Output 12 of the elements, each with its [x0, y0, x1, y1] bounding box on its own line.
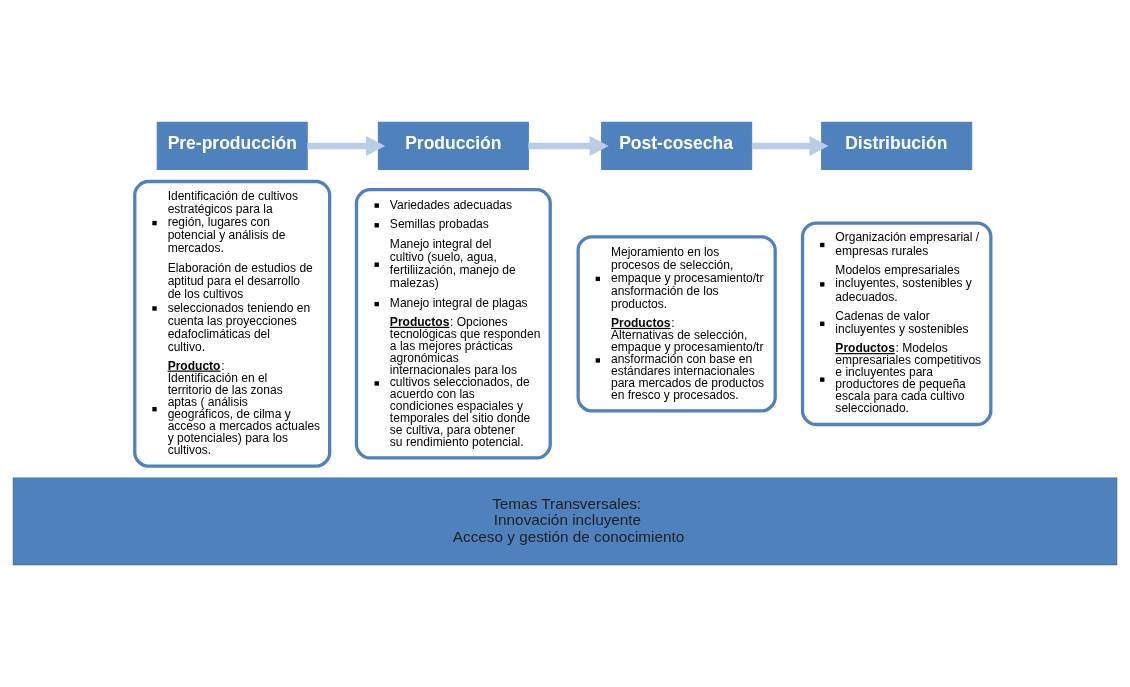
- node-box: Post-cosecha: [601, 121, 753, 170]
- node-box: Distribución: [821, 121, 973, 170]
- node-box: Mejoramiento en los procesos de selección, empaque y procesamiento/transformación de los productos. Productos: Alternativas de selección, empaque y procesamiento/transformación con base en estándares internacionales para mercados de productos en fresco y procesados.: [576, 235, 777, 413]
- node-box: Organización empresarial / empresas rurales Modelos empresariales incluyentes, sostenibles y adecuados. Cadenas de valor incluyentes y sostenibles Productos: Modelos empresariales competitivos e incluyentes para productores de pequeña escala para cada cultivo seleccionado.: [800, 221, 993, 427]
- node-box: Temas Transversales: Innovación incluyente Acceso y gestión de conocimiento: [12, 477, 1118, 566]
- node-box: Identificación de cultivos estratégicos para la región, lugares con potencial y análisis de mercados. Elaboración de estudios de aptitud para el desarrollo de los cultivos seleccionados teniendo en cuenta las proyecciones edafoclimáticas del cultivo. Producto: Identificación en el territorio de las zonas aptas ( análisis geográficos, de cilma y acceso a mercados actuales y potenciales) para los cultivos.: [133, 179, 332, 468]
- arrow: [528, 135, 609, 156]
- arrow: [751, 135, 829, 156]
- node-box: Variedades adecuadas Semillas probadas Manejo integral del cultivo (suelo, agua, fertiliización, manejo de malezas) Manejo integral de plagas Productos: Opciones tecnológicas que responden a las mejores prácticas agronómicas internacionales para los cultivos seleccionados, de acuerdo con las condiciones espaciales y temporales del sitio donde se cultiva, para obtener su rendimiento potencial.: [354, 188, 552, 460]
- arrow: [307, 135, 386, 156]
- node-box: Producción: [377, 121, 529, 170]
- node-box: Pre-producción: [156, 121, 308, 170]
